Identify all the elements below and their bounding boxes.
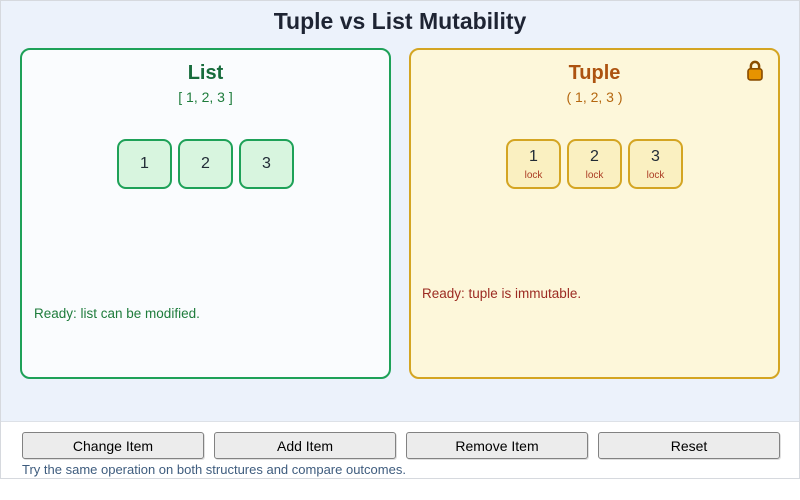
list-item-value: 2	[201, 155, 210, 172]
tuple-item-lock-label: lock	[524, 170, 543, 181]
tuple-item-lock-label: lock	[585, 170, 604, 181]
tuple-status-text: Ready: tuple is immutable.	[422, 286, 582, 301]
list-status-text: Ready: list can be modified.	[34, 306, 200, 321]
list-item: 2	[178, 139, 233, 189]
app-window: Tuple vs List Mutability List [ 1, 2, 3 …	[0, 0, 800, 479]
tuple-item-value: 2	[590, 148, 599, 165]
lock-icon	[747, 60, 763, 81]
tuple-item-value: 3	[651, 148, 660, 165]
list-item-value: 1	[140, 155, 149, 172]
add-item-button[interactable]: Add Item	[214, 432, 396, 459]
reset-button[interactable]: Reset	[598, 432, 780, 459]
remove-item-button[interactable]: Remove Item	[406, 432, 588, 459]
tuple-panel-title: Tuple	[568, 62, 621, 84]
tuple-item: 2 lock	[567, 139, 622, 189]
tuple-item-lock-label: lock	[646, 170, 665, 181]
list-panel: List [ 1, 2, 3 ] 1 2 3 Ready: list can b…	[20, 48, 391, 379]
list-panel-title: List	[187, 62, 224, 84]
list-item-value: 3	[262, 155, 271, 172]
list-items-row: 1 2 3	[22, 139, 389, 189]
button-row: Change Item Add Item Remove Item Reset	[1, 422, 799, 459]
tuple-literal: ( 1, 2, 3 )	[566, 89, 623, 105]
tuple-item: 3 lock	[628, 139, 683, 189]
hint-text: Try the same operation on both structure…	[22, 462, 406, 477]
change-item-button[interactable]: Change Item	[22, 432, 204, 459]
page-title: Tuple vs List Mutability	[273, 8, 527, 34]
list-literal: [ 1, 2, 3 ]	[178, 89, 233, 105]
tuple-items-row: 1 lock 2 lock 3 lock	[411, 139, 778, 189]
tuple-item-value: 1	[529, 148, 538, 165]
tuple-panel: Tuple ( 1, 2, 3 ) 1 lock 2 lock 3 lock R…	[409, 48, 780, 379]
list-item: 1	[117, 139, 172, 189]
list-item: 3	[239, 139, 294, 189]
controls-bar: Change Item Add Item Remove Item Reset T…	[1, 421, 799, 478]
tuple-item: 1 lock	[506, 139, 561, 189]
